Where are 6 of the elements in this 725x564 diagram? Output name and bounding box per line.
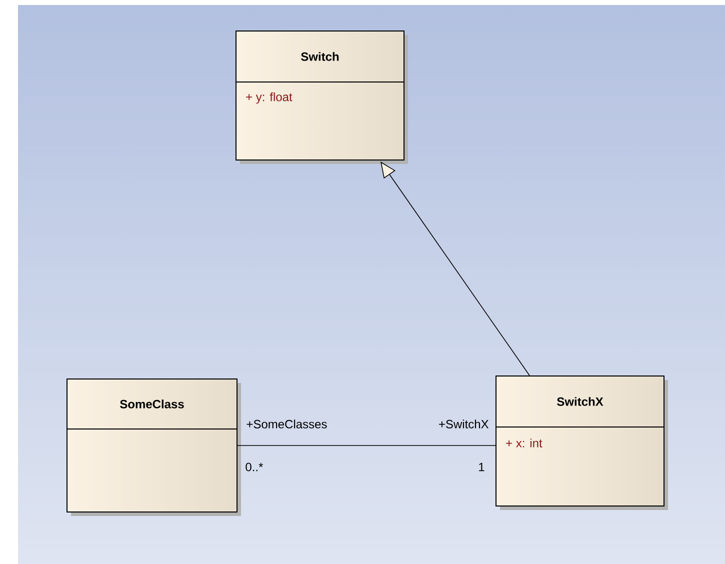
role-label: +SwitchX	[439, 420, 489, 428]
class-box: SwitchX + x: int	[496, 376, 668, 510]
role-label: 1	[479, 462, 484, 472]
class-box: SomeClass	[66, 378, 241, 516]
class-box: Switch + y: float	[236, 30, 408, 164]
arrow	[380, 162, 530, 376]
